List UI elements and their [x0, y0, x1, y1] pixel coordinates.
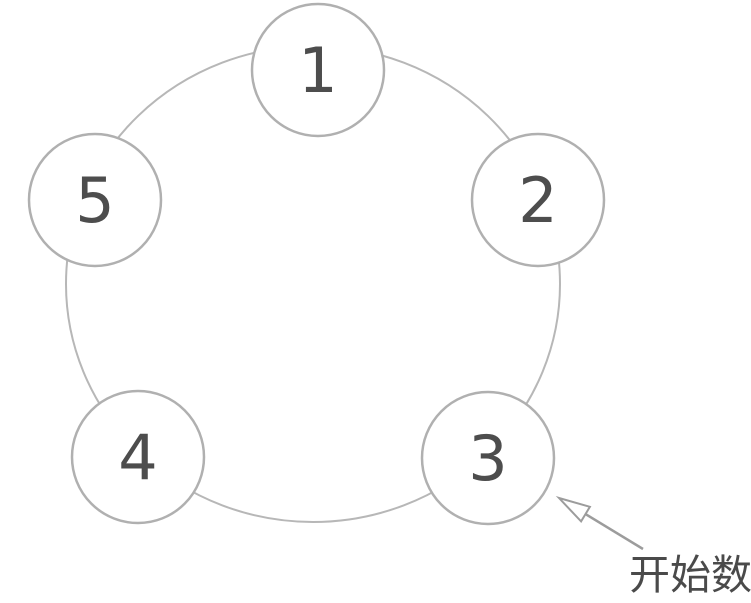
node-3-label: 3	[468, 422, 507, 495]
arrow-head-icon	[555, 496, 592, 524]
start-arrow	[555, 496, 644, 551]
node-2-circle	[470, 132, 606, 268]
node-1-circle	[250, 2, 386, 138]
node-2-label: 2	[518, 164, 557, 237]
node-1: 1	[250, 2, 386, 138]
node-5-circle	[27, 132, 163, 268]
node-5: 5	[27, 132, 163, 268]
node-4: 4	[70, 389, 206, 525]
arrow-shaft	[584, 513, 644, 551]
node-3: 3	[420, 390, 556, 526]
node-4-circle	[70, 389, 206, 525]
node-5-label: 5	[75, 164, 114, 237]
node-2: 2	[470, 132, 606, 268]
node-1-label: 1	[298, 34, 337, 107]
node-3-circle	[420, 390, 556, 526]
start-counting-label: 开始数	[629, 551, 751, 599]
node-4-label: 4	[118, 421, 157, 494]
